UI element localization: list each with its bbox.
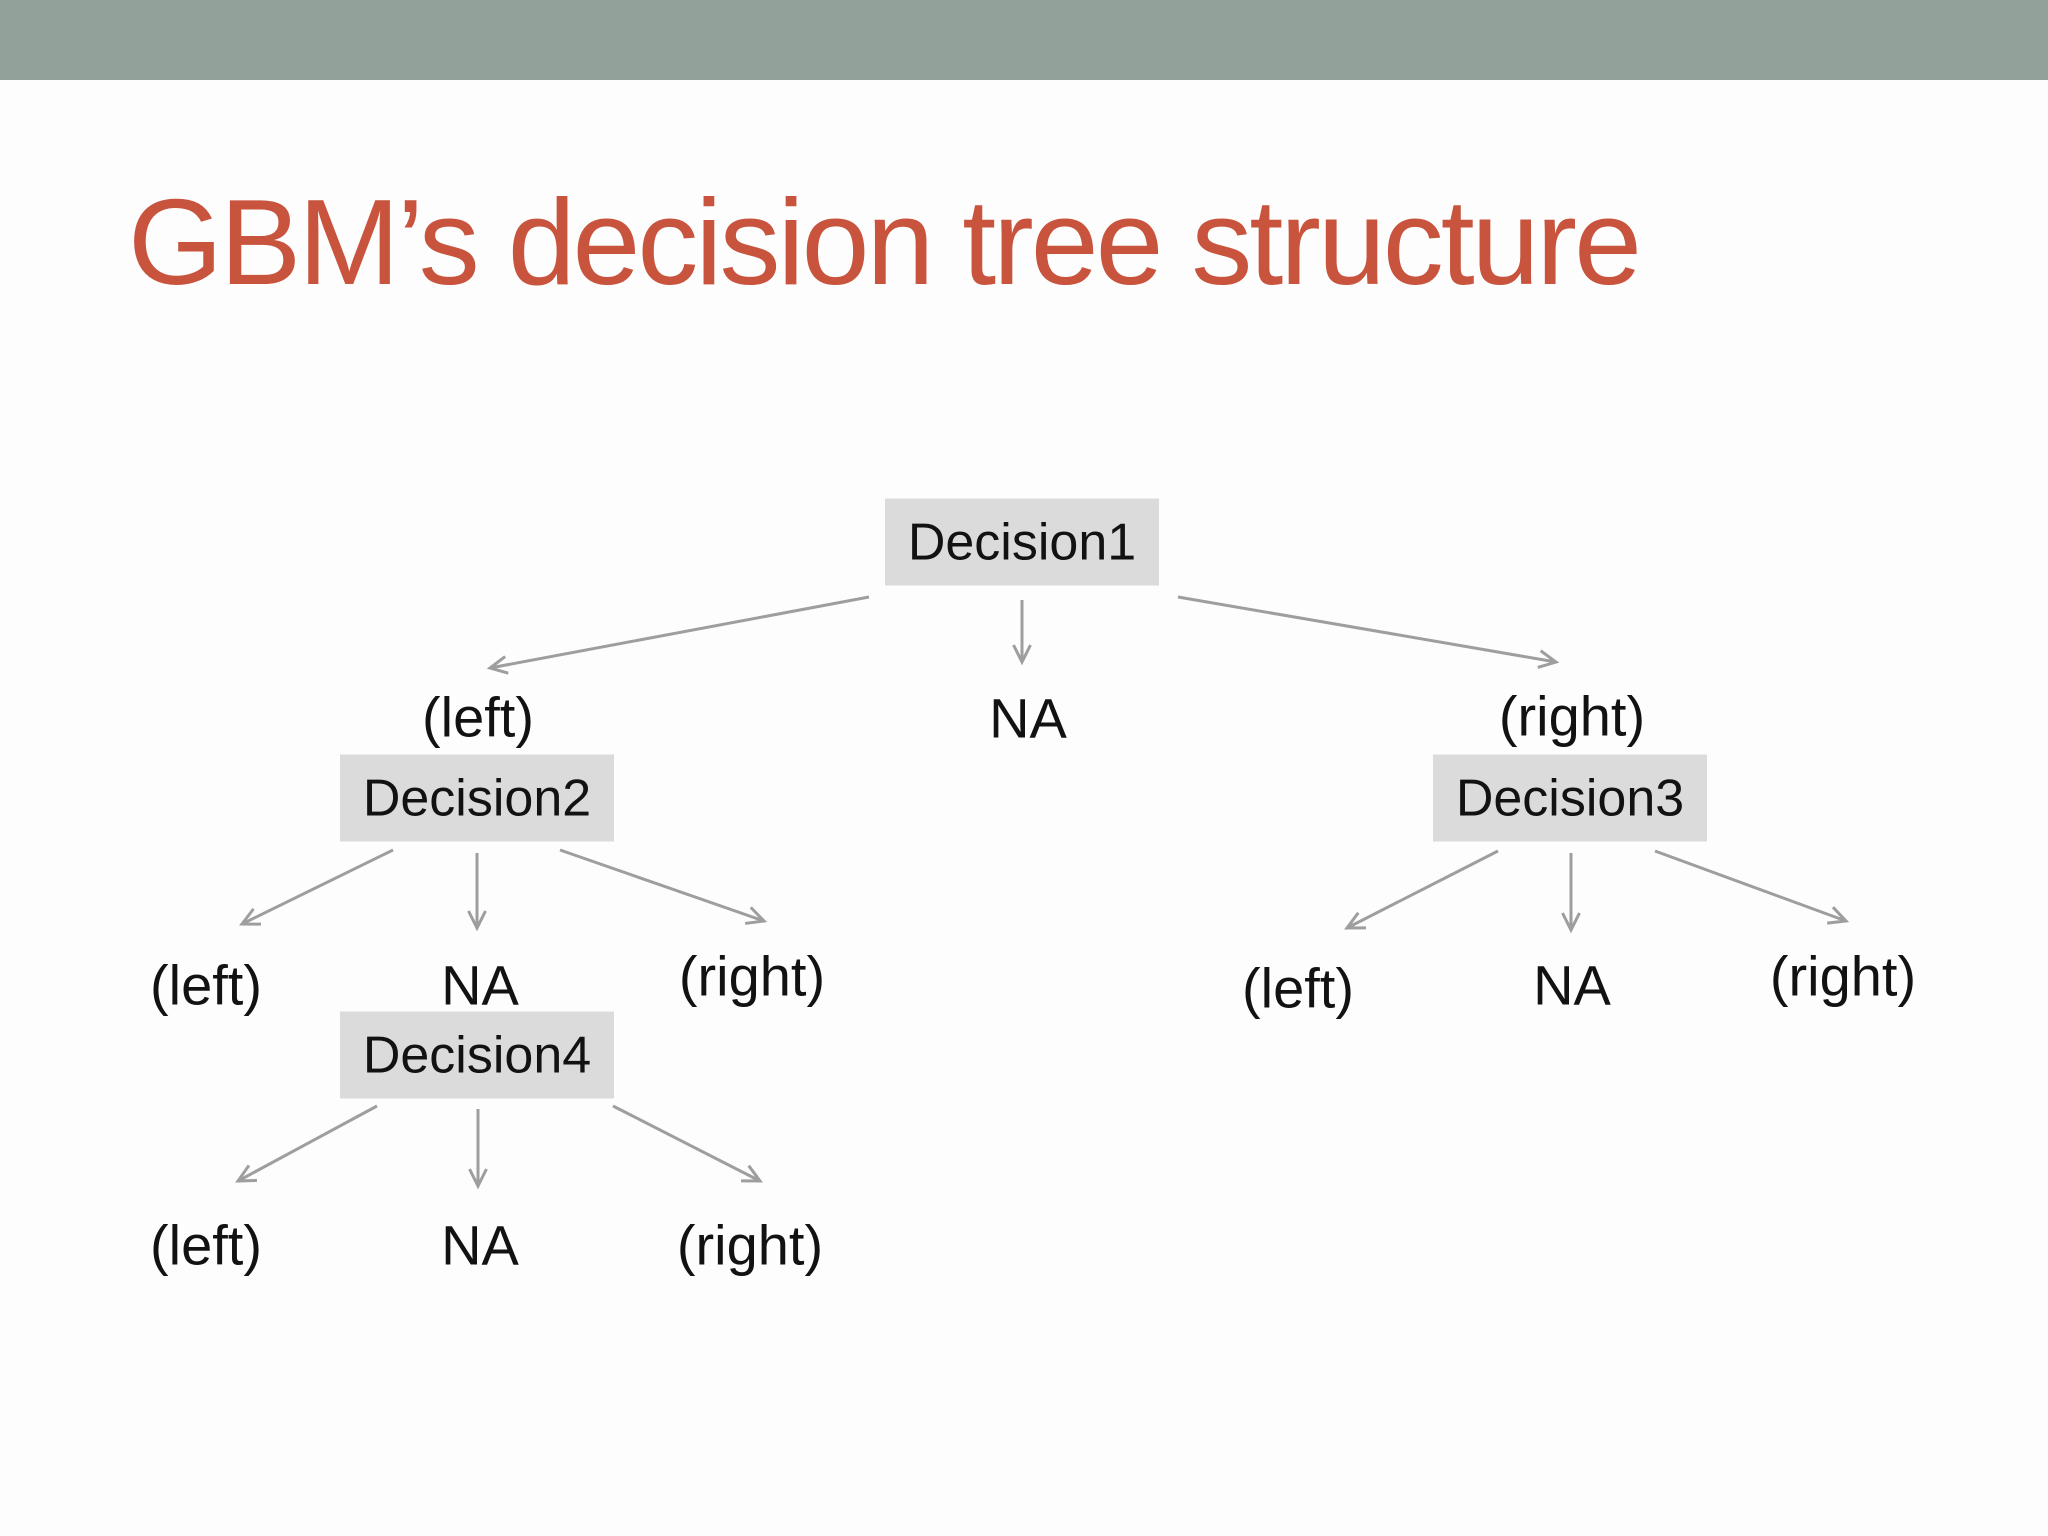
edge-decision2-right bbox=[559, 848, 768, 925]
branch-label-decision2-right: (right) bbox=[678, 944, 826, 1008]
edge-decision1-right bbox=[1177, 595, 1560, 669]
node-decision3: Decision3 bbox=[1433, 754, 1707, 842]
branch-label-decision2-na: NA bbox=[441, 953, 519, 1017]
branch-label-decision1-right: (right) bbox=[1498, 684, 1646, 748]
edge-decision1-left bbox=[486, 595, 870, 675]
branch-label-decision2-left: (left) bbox=[150, 953, 262, 1017]
node-decision1: Decision1 bbox=[885, 498, 1159, 586]
slide-title: GBM’s decision tree structure bbox=[128, 174, 1642, 310]
branch-label-decision1-na: NA bbox=[989, 686, 1067, 750]
node-decision2: Decision2 bbox=[340, 754, 614, 842]
edge-decision4-right bbox=[612, 1104, 763, 1183]
branch-label-decision3-na: NA bbox=[1533, 953, 1611, 1017]
top-accent-bar bbox=[0, 0, 2048, 80]
edge-decision3-left bbox=[1344, 849, 1499, 930]
branch-label-decision3-left: (left) bbox=[1242, 956, 1354, 1020]
branch-label-decision4-left: (left) bbox=[150, 1213, 262, 1277]
branch-label-decision4-right: (right) bbox=[676, 1213, 824, 1277]
branch-label-decision1-left: (left) bbox=[422, 685, 534, 749]
edge-decision3-right bbox=[1654, 849, 1850, 925]
branch-label-decision3-right: (right) bbox=[1769, 944, 1917, 1008]
node-decision4: Decision4 bbox=[340, 1011, 614, 1099]
edge-decision4-left bbox=[235, 1104, 378, 1183]
branch-label-decision4-na: NA bbox=[441, 1213, 519, 1277]
edge-decision2-left bbox=[238, 848, 394, 926]
